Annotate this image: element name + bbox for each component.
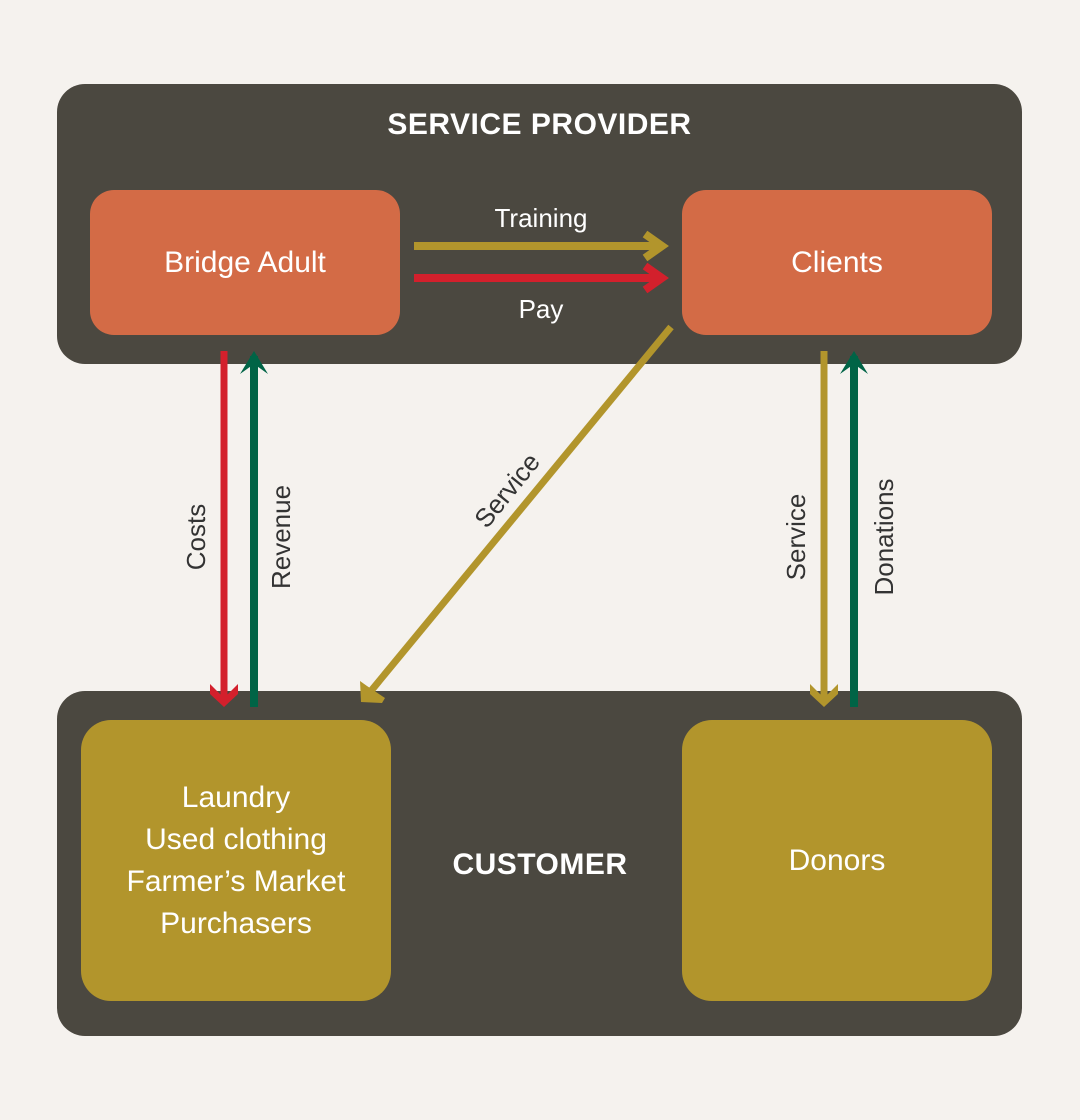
revenue-arrow [240,351,268,707]
service-provider-title: SERVICE PROVIDER [387,108,692,141]
purchasers-line: Purchasers [160,906,312,940]
bridge-adult-box: Bridge Adult [90,190,400,335]
revenue-label: Revenue [266,485,296,589]
laundry-line: Laundry [181,780,291,814]
customer-title: CUSTOMER [452,848,628,881]
pay-label: Pay [519,294,564,324]
donations-label: Donations [869,478,899,595]
service-down-label: Service [781,494,811,581]
pay-arrow [414,262,669,294]
donations-arrow [840,351,868,707]
service-down-arrow [810,351,838,707]
training-arrow [414,230,669,262]
used-clothing-line: Used clothing [145,822,327,856]
clients-label: Clients [791,245,883,279]
donors-box: Donors [682,720,992,1001]
farmers-market-line: Farmer’s Market [126,864,346,898]
costs-arrow [210,351,238,707]
donors-label: Donors [788,843,886,877]
training-label: Training [495,203,588,233]
costs-label: Costs [181,504,211,570]
clients-box: Clients [682,190,992,335]
bridge-adult-label: Bridge Adult [164,245,326,279]
service-diagonal-arrow [360,324,674,703]
laundry-purchasers-box: Laundry Used clothing Farmer’s Market Pu… [81,720,391,1001]
